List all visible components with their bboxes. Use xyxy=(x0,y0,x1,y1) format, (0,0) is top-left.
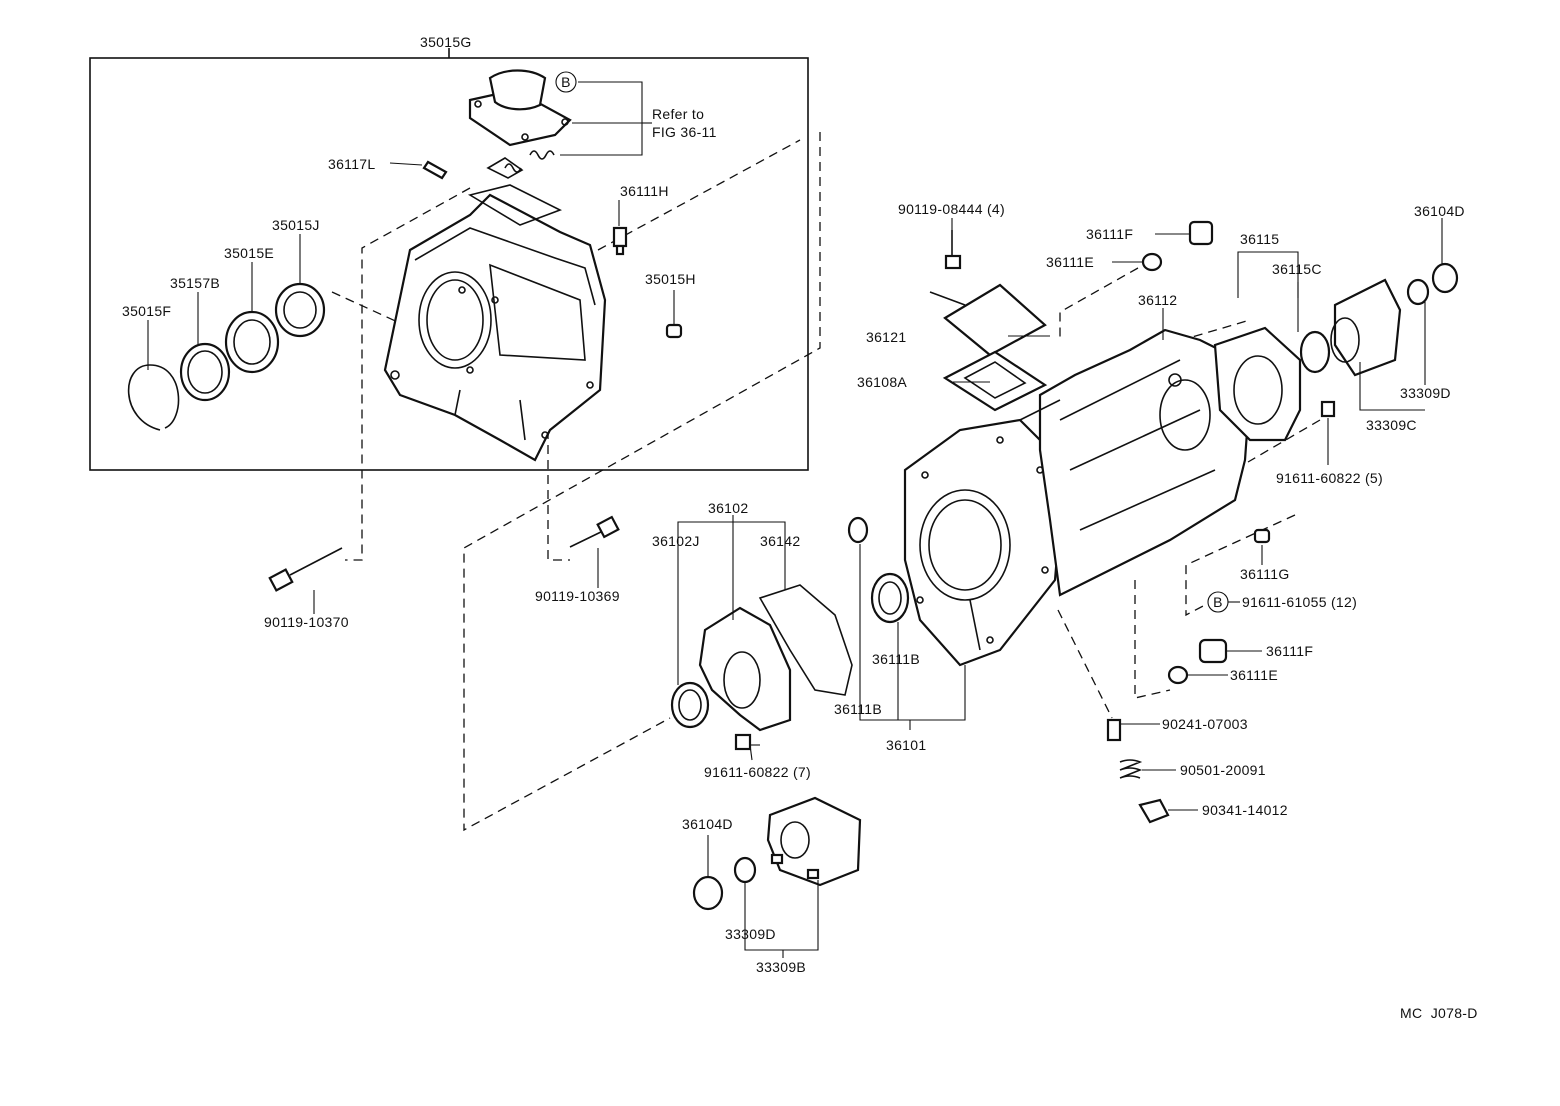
seal-36111B-small[interactable] xyxy=(847,516,869,544)
label-33309D-top[interactable]: 33309D xyxy=(1400,385,1451,401)
label-35157B[interactable]: 35157B xyxy=(170,275,220,291)
label-36142[interactable]: 36142 xyxy=(760,533,800,549)
dowel-35015H[interactable] xyxy=(665,323,683,339)
spacer-35157B[interactable] xyxy=(179,342,231,402)
nut-36104D-bottom[interactable] xyxy=(692,875,724,911)
label-91611-60822-5[interactable]: 91611-60822 (5) xyxy=(1276,470,1383,486)
label-36101[interactable]: 36101 xyxy=(886,737,926,753)
label-36111G[interactable]: 36111G xyxy=(1240,566,1290,582)
label-35015E[interactable]: 35015E xyxy=(224,245,274,261)
leader-lines xyxy=(147,81,1443,958)
pin-36117L[interactable] xyxy=(422,160,448,180)
label-90241-07003[interactable]: 90241-07003 xyxy=(1162,716,1248,732)
plug-90341-14012[interactable] xyxy=(1138,798,1170,824)
label-36121[interactable]: 36121 xyxy=(866,329,906,345)
label-36102J[interactable]: 36102J xyxy=(652,533,700,549)
label-35015F[interactable]: 35015F xyxy=(122,303,171,319)
label-90119-10370[interactable]: 90119-10370 xyxy=(264,614,349,630)
label-36115[interactable]: 36115 xyxy=(1240,231,1279,247)
spring-90501-20091[interactable] xyxy=(1119,759,1143,779)
oil-seal-35015J[interactable] xyxy=(274,282,326,338)
gasket-36111E-bottom[interactable] xyxy=(1167,665,1189,685)
label-36111E-bottom[interactable]: 36111E xyxy=(1230,667,1278,683)
label-90119-10369[interactable]: 90119-10369 xyxy=(535,588,620,604)
transfer-case-36112[interactable] xyxy=(1019,328,1252,597)
plunger-90241-07003[interactable] xyxy=(1106,718,1122,742)
rear-case-36102[interactable] xyxy=(698,606,792,732)
front-case-36115[interactable] xyxy=(1213,326,1302,442)
label-36117L[interactable]: 36117L xyxy=(328,156,375,172)
extension-housing[interactable] xyxy=(383,184,607,462)
seal-36111B-large[interactable] xyxy=(870,572,910,624)
gasket-36111E-top[interactable] xyxy=(1141,252,1163,272)
breather-36111H[interactable] xyxy=(612,226,628,256)
label-36112[interactable]: 36112 xyxy=(1138,292,1177,308)
refer-to-line-2: FIG 36-11 xyxy=(652,124,717,140)
bolt-90119-10369[interactable] xyxy=(569,515,620,548)
washer-33309D-bottom[interactable] xyxy=(733,856,757,884)
bolt-90119-10370[interactable] xyxy=(268,547,343,592)
marker-b-top: B xyxy=(555,71,577,93)
plug-36111F-top[interactable] xyxy=(1188,220,1214,246)
label-35015H[interactable]: 35015H xyxy=(645,271,696,287)
label-33309C[interactable]: 33309C xyxy=(1366,417,1417,433)
label-91611-60822-7[interactable]: 91611-60822 (7) xyxy=(704,764,811,780)
part-labels: 35015G Refer to FIG 36-11 36117L 36111H … xyxy=(122,34,1478,1021)
label-36111E-top[interactable]: 36111E xyxy=(1046,254,1094,270)
label-36104D-bottom[interactable]: 36104D xyxy=(682,816,733,832)
marker-b-top-text: B xyxy=(561,74,571,90)
label-36104D-top[interactable]: 36104D xyxy=(1414,203,1465,219)
bolt-91611-60822-5[interactable] xyxy=(1320,400,1336,418)
extension-housing-group xyxy=(89,48,809,471)
diagram-code: MC J078-D xyxy=(1400,1005,1478,1021)
label-90119-08444[interactable]: 90119-08444 (4) xyxy=(898,201,1005,217)
label-36111H[interactable]: 36111H xyxy=(620,183,669,199)
label-36111B-a[interactable]: 36111B xyxy=(872,651,920,667)
label-91611-61055[interactable]: 91611-61055 (12) xyxy=(1242,594,1357,610)
marker-b-bottom: B xyxy=(1207,591,1229,613)
label-36111B-b[interactable]: 36111B xyxy=(834,701,882,717)
marker-b-bottom-text: B xyxy=(1213,594,1223,610)
gasket-36108A[interactable] xyxy=(942,350,1048,412)
dowel-36111G[interactable] xyxy=(1253,528,1271,544)
label-33309D-bottom[interactable]: 33309D xyxy=(725,926,776,942)
bolt-91611-60822-7[interactable] xyxy=(734,733,752,751)
label-35015J[interactable]: 35015J xyxy=(272,217,320,233)
spring-detent[interactable] xyxy=(486,150,555,179)
cover-36121[interactable] xyxy=(929,283,1047,357)
label-36111F-top[interactable]: 36111F xyxy=(1086,226,1133,242)
bearing-35015E[interactable] xyxy=(224,310,280,374)
label-36102[interactable]: 36102 xyxy=(708,500,748,516)
refer-to-line-1: Refer to xyxy=(652,106,704,122)
seal-36115C[interactable] xyxy=(1299,330,1331,374)
bolt-90119-08444[interactable] xyxy=(944,230,962,270)
flange-33309B[interactable] xyxy=(766,796,862,887)
label-90501-20091[interactable]: 90501-20091 xyxy=(1180,762,1266,778)
snap-ring-35015F[interactable] xyxy=(127,364,180,431)
flange-33309C[interactable] xyxy=(1330,278,1402,377)
transfer-case-36101[interactable] xyxy=(903,418,1062,667)
label-35015G[interactable]: 35015G xyxy=(420,34,472,50)
label-90341-14012[interactable]: 90341-14012 xyxy=(1202,802,1288,818)
label-36115C[interactable]: 36115C xyxy=(1272,261,1322,277)
washer-33309D-top[interactable] xyxy=(1406,278,1430,306)
label-33309B[interactable]: 33309B xyxy=(756,959,806,975)
label-36108A[interactable]: 36108A xyxy=(857,374,907,390)
seal-36102J[interactable] xyxy=(670,681,710,729)
plug-36111F-bottom[interactable] xyxy=(1198,638,1228,664)
gasket-36142[interactable] xyxy=(758,584,853,696)
label-36111F-bottom[interactable]: 36111F xyxy=(1266,643,1313,659)
shift-cover-plate[interactable] xyxy=(468,69,572,147)
nut-36104D-top[interactable] xyxy=(1431,262,1459,294)
